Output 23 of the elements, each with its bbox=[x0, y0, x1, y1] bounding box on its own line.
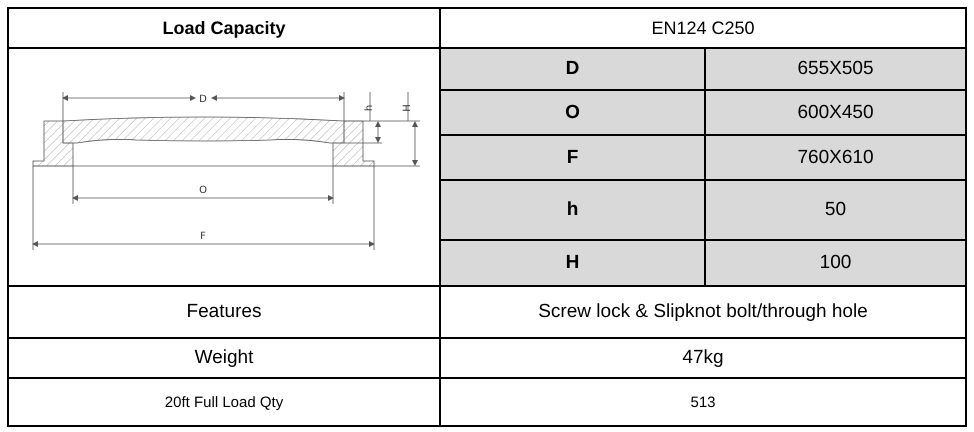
dimension-label: O bbox=[199, 185, 207, 196]
table-cell: h bbox=[440, 180, 705, 240]
table-cell: H bbox=[440, 240, 705, 286]
table-cell: 600X450 bbox=[705, 90, 966, 135]
dimension-label: D bbox=[199, 94, 207, 105]
table-cell: D bbox=[440, 48, 705, 90]
table-cell: Load Capacity bbox=[8, 8, 440, 48]
table-cell: Features bbox=[8, 286, 440, 338]
dimension-label: H bbox=[402, 104, 413, 112]
table-cell: O bbox=[440, 90, 705, 135]
table-cell: F bbox=[440, 135, 705, 180]
table-cell: 513 bbox=[440, 378, 966, 426]
table-cell: 47kg bbox=[440, 338, 966, 378]
table-cell: 100 bbox=[705, 240, 966, 286]
table-cell: 655X505 bbox=[705, 48, 966, 90]
table-cell: 20ft Full Load Qty bbox=[8, 378, 440, 426]
dimension-label: h bbox=[364, 104, 375, 112]
table-cell: Weight bbox=[8, 338, 440, 378]
dimension-label: F bbox=[200, 231, 206, 242]
table-cell: EN124 C250 bbox=[440, 8, 966, 48]
table-cell: 50 bbox=[705, 180, 966, 240]
table-cell: Screw lock & Slipknot bolt/through hole bbox=[440, 286, 966, 338]
table-cell: 760X610 bbox=[705, 135, 966, 180]
